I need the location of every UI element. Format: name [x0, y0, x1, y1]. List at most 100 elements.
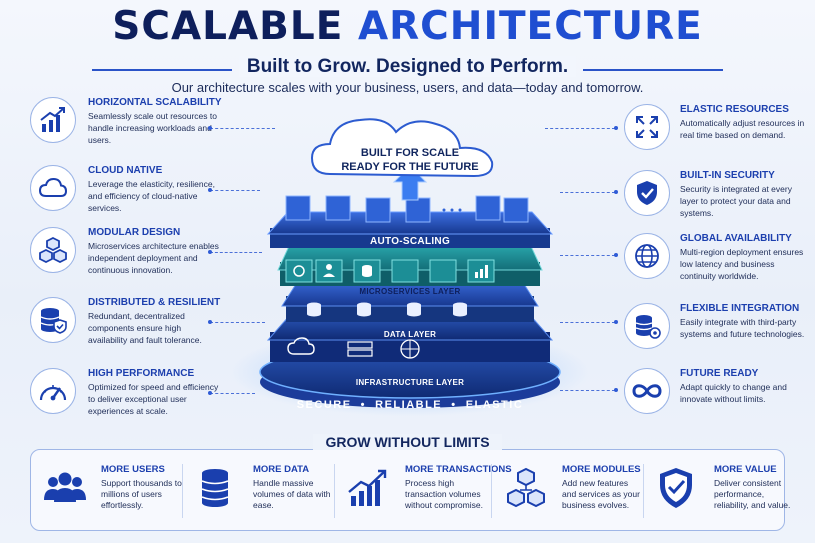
bottom-title-row: GROW WITHOUT LIMITS [0, 434, 815, 454]
connector-line [210, 322, 265, 323]
connector-dot [614, 253, 618, 257]
title-part-2: ARCHITECTURE [357, 4, 703, 49]
divider [182, 464, 183, 518]
feature-built-in-security: BUILT-IN SECURITY Security is integrated… [624, 170, 814, 240]
feature-modular-design: MODULAR DESIGN Microservices architectur… [30, 227, 220, 297]
gear-icon [293, 265, 305, 277]
feature-title: MODULAR DESIGN [88, 227, 181, 238]
database-icons [307, 302, 467, 317]
benefit-more-transactions: MORE TRANSACTIONS Process high transacti… [335, 450, 512, 532]
base-label-elastic: ELASTIC [465, 399, 524, 411]
growth-chart-icon [345, 466, 393, 510]
benefit-description: Deliver consistent performance, reliabil… [714, 478, 791, 510]
feature-distributed-resilient: DISTRIBUTED & RESILIENT Redundant, decen… [30, 297, 220, 367]
subtitle-rule-right [583, 69, 723, 71]
feature-description: Adapt quickly to change and innovate wit… [680, 382, 787, 404]
feature-description: Optimized for speed and efficiency to de… [88, 382, 219, 416]
globe-icon [400, 339, 420, 359]
connector-dot [208, 126, 212, 130]
connector-dot [614, 320, 618, 324]
layer-label-infrastructure: INFRASTRUCTURE LAYER [355, 378, 465, 387]
feature-title: GLOBAL AVAILABILITY [680, 233, 792, 244]
compute-cubes [285, 195, 529, 223]
user-icon [323, 264, 335, 277]
layer-label-data: DATA LAYER [383, 330, 437, 339]
feature-title: FLEXIBLE INTEGRATION [680, 303, 800, 314]
grow-without-limits-panel: MORE USERS Support thousands to millions… [30, 449, 790, 532]
connector-line [560, 322, 615, 323]
cloud-line-2: READY FOR THE FUTURE [341, 161, 479, 173]
cloud-icon [310, 118, 494, 178]
database-shield-icon [30, 297, 76, 343]
subtitle-rule-left [92, 69, 232, 71]
feature-elastic-resources: ELASTIC RESOURCES Automatically adjust r… [624, 104, 814, 174]
subtitle: Built to Grow. Designed to Perform. [0, 56, 815, 78]
divider [334, 464, 335, 518]
database-icon [193, 466, 241, 510]
connector-dot [208, 188, 212, 192]
cloud-line-1: BUILT FOR SCALE [360, 147, 460, 159]
globe-icon [624, 233, 670, 279]
users-icon [41, 466, 89, 510]
benefit-more-modules: MORE MODULES Add new features and servic… [492, 450, 642, 532]
benefit-title: MORE TRANSACTIONS [405, 464, 512, 475]
feature-description: Redundant, decentralized components ensu… [88, 311, 202, 345]
benefit-more-value: MORE VALUE Deliver consistent performanc… [644, 450, 790, 532]
feature-future-ready: FUTURE READY Adapt quickly to change and… [624, 368, 814, 438]
cloud-icon [287, 337, 315, 355]
connector-line [210, 190, 260, 191]
feature-horizontal-scalability: HORIZONTAL SCALABILITY Seamlessly scale … [30, 97, 222, 167]
feature-high-performance: HIGH PERFORMANCE Optimized for speed and… [30, 368, 220, 438]
title-part-1: SCALABLE [112, 4, 344, 49]
connector-line [210, 252, 262, 253]
feature-title: CLOUD NATIVE [88, 165, 163, 176]
feature-description: Multi-region deployment ensures low late… [680, 247, 804, 281]
feature-title: DISTRIBUTED & RESILIENT [88, 297, 221, 308]
benefit-more-data: MORE DATA Handle massive volumes of data… [183, 450, 333, 532]
modules-icon [502, 466, 550, 510]
cloud-caption: BUILT FOR SCALE READY FOR THE FUTURE [230, 146, 590, 174]
shield-check-icon [654, 466, 702, 510]
connector-dot [208, 391, 212, 395]
speedometer-icon [30, 368, 76, 414]
expand-arrows-icon [624, 104, 670, 150]
feature-flexible-integration: FLEXIBLE INTEGRATION Easily integrate wi… [624, 303, 814, 373]
feature-description: Leverage the elasticity, resilience, and… [88, 179, 215, 213]
connector-dot [614, 190, 618, 194]
connector-dot [208, 250, 212, 254]
divider [491, 464, 492, 518]
layer-label-microservices: MICROSERVICES LAYER [359, 287, 461, 296]
benefit-title: MORE MODULES [562, 464, 641, 475]
base-labels: SECURE • RELIABLE • ELASTIC [296, 399, 524, 411]
feature-description: Security is integrated at every layer to… [680, 184, 792, 218]
infinity-icon [624, 368, 670, 414]
subtitle-row: Built to Grow. Designed to Perform. [0, 56, 815, 82]
connector-dot [614, 126, 618, 130]
connector-line [560, 192, 615, 193]
feature-title: HIGH PERFORMANCE [88, 368, 195, 379]
base-label-reliable: RELIABLE [375, 399, 443, 411]
bar-chart-icon [475, 265, 488, 278]
benefit-description: Handle massive volumes of data with ease… [253, 478, 331, 510]
connector-dot [614, 388, 618, 392]
tagline: Our architecture scales with your busine… [171, 80, 644, 95]
benefit-title: MORE DATA [253, 464, 310, 475]
benefit-description: Process high transaction volumes without… [405, 478, 483, 510]
cloud-icon [30, 165, 76, 211]
cubes-icon [30, 227, 76, 273]
benefit-description: Support thousands to millions of users e… [101, 478, 182, 510]
feature-global-availability: GLOBAL AVAILABILITY Multi-region deploym… [624, 233, 814, 303]
connector-line [560, 255, 615, 256]
feature-description: Seamlessly scale out resources to handle… [88, 111, 217, 145]
benefit-description: Add new features and services as your bu… [562, 478, 640, 510]
feature-description: Easily integrate with third-party system… [680, 317, 805, 339]
integration-icon [624, 303, 670, 349]
feature-title: FUTURE READY [680, 368, 759, 379]
feature-description: Automatically adjust resources in real t… [680, 118, 805, 140]
architecture-stack: BUILT FOR SCALE READY FOR THE FUTURE AUT… [230, 110, 590, 420]
connector-line [560, 390, 615, 391]
feature-title: BUILT-IN SECURITY [680, 170, 775, 181]
divider [643, 464, 644, 518]
server-icon [347, 341, 373, 357]
feature-title: ELASTIC RESOURCES [680, 104, 789, 115]
